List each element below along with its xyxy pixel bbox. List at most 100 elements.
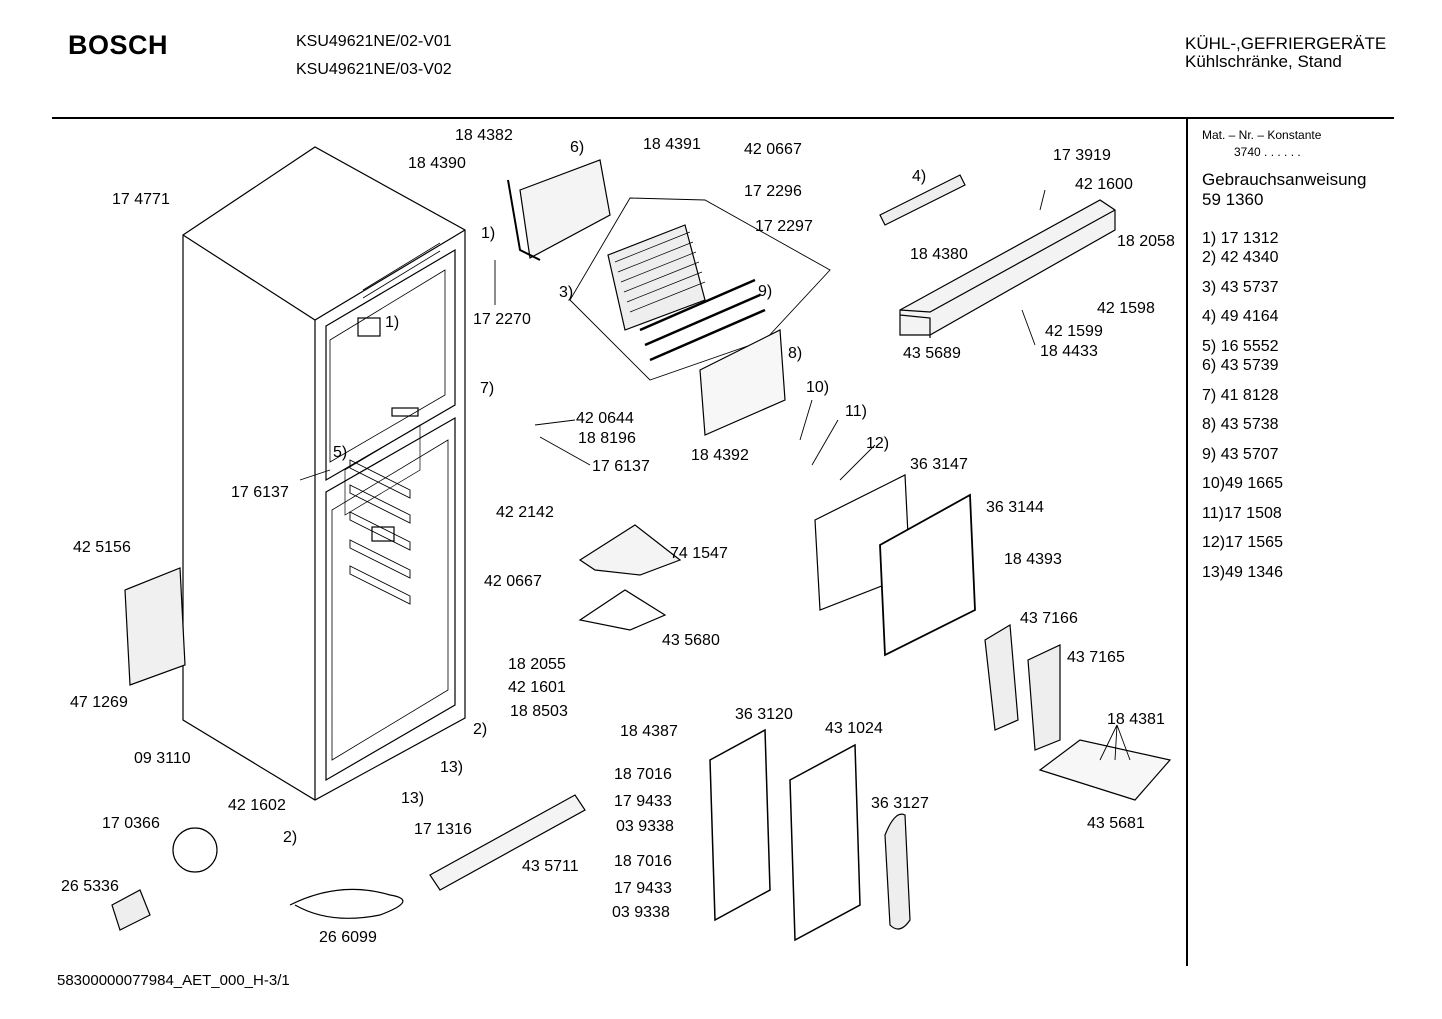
mat-nr-value: 3740 . . . . . . — [1234, 145, 1301, 159]
callout-label: 1) — [481, 225, 496, 242]
part-label: 42 1599 — [1045, 323, 1103, 340]
part-label: 26 5336 — [61, 878, 119, 895]
part-label: 17 3919 — [1053, 147, 1111, 164]
part-label: 18 4391 — [643, 136, 701, 153]
part-label: 36 3127 — [871, 795, 929, 812]
callout-label: 4) — [912, 168, 927, 185]
part-label: 43 5711 — [522, 858, 579, 875]
part-label: 17 2296 — [744, 183, 802, 200]
callout-label: 5) — [333, 444, 348, 461]
part-label: 17 9433 — [614, 793, 672, 810]
callout-label: 13) — [401, 790, 425, 807]
callout-label: 6) — [570, 139, 585, 156]
cover-panel-363144 — [879, 493, 976, 657]
part-label: 26 6099 — [319, 929, 377, 946]
part-label: 74 1547 — [670, 545, 728, 562]
door-bin-437166 — [984, 623, 1019, 731]
bracket-435680 — [578, 589, 667, 631]
legend-item: 13)49 1346 — [1202, 564, 1283, 581]
gasket-363127 — [884, 813, 911, 930]
part-label: 18 4390 — [408, 155, 466, 172]
part-label: 18 8503 — [510, 703, 568, 720]
document-id: 58300000077984_AET_000_H-3/1 — [57, 972, 290, 989]
part-label: 43 5681 — [1087, 815, 1145, 832]
part-label: 17 0366 — [102, 815, 160, 832]
part-label: 17 1316 — [414, 821, 472, 838]
part-label: 18 4381 — [1107, 711, 1165, 728]
part-label: 42 2142 — [496, 504, 554, 521]
callout-label: 9) — [758, 283, 773, 300]
part-label: 17 2297 — [755, 218, 813, 235]
part-label: 03 9338 — [612, 904, 670, 921]
control-panel-housing — [899, 199, 1116, 338]
callout-label: 12) — [866, 435, 890, 452]
part-label: 42 0644 — [576, 410, 634, 427]
header-divider — [52, 117, 1394, 119]
sidebar-divider — [1186, 118, 1188, 966]
callout-label: 13) — [440, 759, 464, 776]
callout-label: 8) — [788, 345, 803, 362]
model-number-2: KSU49621NE/03-V02 — [296, 61, 452, 78]
legend-item: 2) 42 4340 — [1202, 249, 1279, 266]
part-label: 18 4392 — [691, 447, 749, 464]
handle-435711 — [429, 794, 586, 891]
legend-item: 7) 41 8128 — [1202, 387, 1279, 404]
callout-label: 2) — [473, 721, 488, 738]
part-label: 18 4380 — [910, 246, 968, 263]
part-label: 09 3110 — [134, 750, 191, 767]
control-board — [879, 174, 966, 226]
part-label: 42 1602 — [228, 797, 286, 814]
brand-logo: BOSCH — [68, 30, 169, 60]
door-liner-431024 — [789, 743, 861, 942]
fridge-cabinet — [182, 146, 466, 801]
condenser-grille — [124, 567, 186, 686]
legend-item: 1) 17 1312 — [1202, 230, 1279, 247]
part-label: 17 6137 — [231, 484, 289, 501]
power-cord — [289, 888, 404, 919]
part-label: 36 3120 — [735, 706, 793, 723]
part-label: 17 4771 — [112, 191, 170, 208]
legend-item: 5) 16 5552 — [1202, 338, 1279, 355]
part-label: 18 2058 — [1117, 233, 1175, 250]
part-label: 17 6137 — [592, 458, 650, 475]
callout-label: 2) — [283, 829, 298, 846]
part-label: 43 5680 — [662, 632, 720, 649]
manual-number: 59 1360 — [1202, 190, 1264, 209]
legend-item: 8) 43 5738 — [1202, 416, 1279, 433]
legend-item: 11)17 1508 — [1202, 505, 1282, 522]
part-label: 17 2270 — [473, 311, 531, 328]
legend-item: 6) 43 5739 — [1202, 357, 1279, 374]
part-label: 03 9338 — [616, 818, 674, 835]
part-label: 18 4382 — [455, 127, 513, 144]
part-label: 36 3144 — [986, 499, 1044, 516]
bracket-plate — [1038, 739, 1172, 801]
callout-label: 1) — [385, 314, 400, 331]
model-number-1: KSU49621NE/02-V01 — [296, 33, 452, 50]
callout-label: 7) — [480, 380, 495, 397]
part-label: 18 4393 — [1004, 551, 1062, 568]
part-label: 18 4433 — [1040, 343, 1098, 360]
legend-item: 12)17 1565 — [1202, 534, 1283, 551]
part-label: 42 1598 — [1097, 300, 1155, 317]
legend-item: 4) 49 4164 — [1202, 308, 1279, 325]
part-label: 43 7165 — [1067, 649, 1125, 666]
fan-blade-icon — [172, 827, 218, 873]
part-label: 18 7016 — [614, 853, 672, 870]
part-label: 42 5156 — [73, 539, 131, 556]
compressor-relay — [111, 889, 151, 931]
fan-cover-panel — [519, 159, 611, 259]
legend-item: 10)49 1665 — [1202, 475, 1283, 492]
mat-nr-label: Mat. – Nr. – Konstante — [1202, 128, 1322, 142]
category-title: KÜHL-,GEFRIERGERÄTE — [1185, 34, 1387, 53]
part-label: 17 9433 — [614, 880, 672, 897]
part-label: 36 3147 — [910, 456, 968, 473]
part-label: 43 7166 — [1020, 610, 1078, 627]
part-label: 47 1269 — [70, 694, 128, 711]
part-label: 18 8196 — [578, 430, 636, 447]
bracket-741547 — [578, 524, 682, 576]
part-label: 42 0667 — [484, 573, 542, 590]
part-label: 42 1600 — [1075, 176, 1133, 193]
part-label: 18 2055 — [508, 656, 566, 673]
part-label: 42 0667 — [744, 141, 802, 158]
